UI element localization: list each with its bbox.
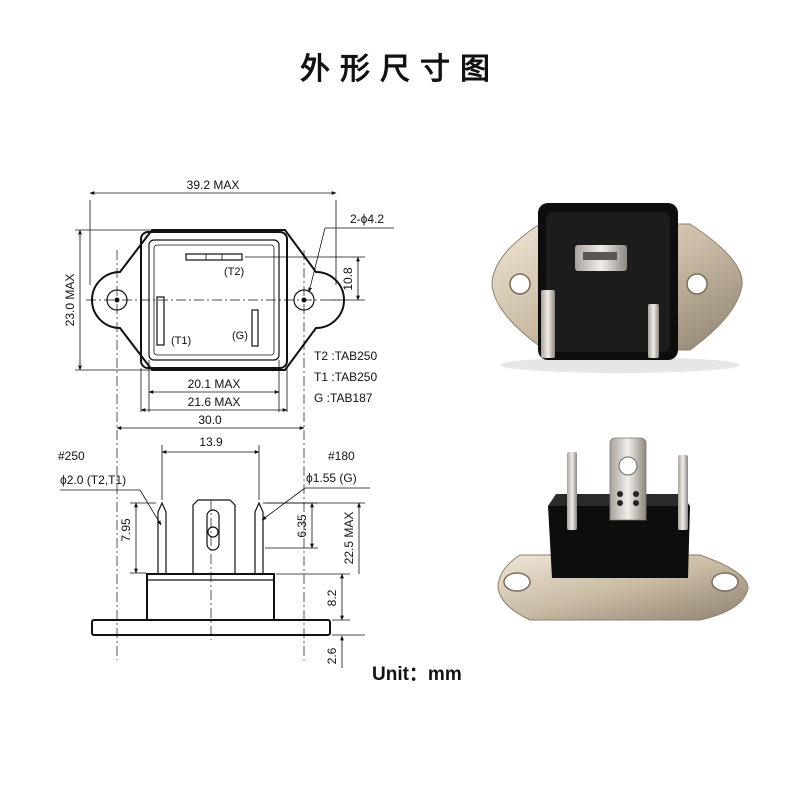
dim-body: 8.2 (325, 589, 339, 606)
photo2-pin-left (567, 452, 577, 530)
dim-terminal-left: 7.95 (119, 518, 133, 542)
tab-right-label: #180 (328, 449, 355, 463)
photo2-black-body (548, 506, 690, 578)
dim-hole-offset: 10.8 (341, 267, 355, 291)
legend-g: G :TAB187 (314, 391, 373, 405)
photo1-hole-left (509, 273, 531, 295)
terminal-left-pin (157, 501, 167, 574)
label-t2: (T2) (224, 266, 244, 278)
legend-t1: T1 :TAB250 (314, 370, 377, 384)
photo2-pin-right (678, 455, 688, 530)
dim-hole-left: ϕ2.0 (T2,T1) (60, 473, 126, 487)
photo1-hole-right (686, 273, 708, 295)
dim-total-height: 22.5 MAX (342, 512, 356, 565)
tab-left-label: #250 (58, 449, 85, 463)
photo2-center-tab (609, 437, 647, 521)
label-g: (G) (232, 330, 248, 342)
legend-t2: T2 :TAB250 (314, 349, 377, 363)
dim-pitch: 13.9 (199, 435, 223, 449)
label-t1: (T1) (171, 335, 191, 347)
dim-terminal-right: 6.35 (295, 514, 309, 538)
side-view: 13.9 #250 #180 ϕ2.0 (T2,T1) ϕ1.55 (G) 7.… (58, 430, 370, 668)
product-photo-angled (497, 437, 749, 621)
dim-hole-pitch: 30.0 (198, 413, 222, 427)
dim-height: 23.0 MAX (63, 274, 77, 327)
flange-outline (91, 229, 345, 371)
page-title: 外形尺寸图 (300, 52, 500, 87)
dim-body-inner: 20.1 MAX (188, 377, 241, 391)
photo2-hole-right (711, 572, 739, 592)
terminal-g-top (251, 309, 259, 347)
center-tab (192, 499, 236, 574)
terminal-t1-top (156, 296, 165, 346)
dim-width: 39.2 MAX (187, 178, 240, 192)
unit-label: Unit：mm (372, 664, 462, 685)
dim-hole: 2-ϕ4.2 (350, 212, 384, 226)
photo1-pin-right (648, 304, 659, 358)
dim-body-outer: 21.6 MAX (188, 395, 241, 409)
terminal-t2-top (185, 253, 243, 261)
terminal-right-pin (254, 501, 264, 574)
photo2-hole-left (503, 572, 531, 592)
top-view: (T2) (T1) (G) 39.2 MAX 2-ϕ4.2 23.0 MAX 1… (63, 178, 394, 430)
dim-base: 2.6 (325, 647, 339, 664)
photo1-pin-left (541, 290, 555, 358)
product-photo-top (491, 203, 743, 373)
side-body (146, 573, 275, 621)
dim-hole-right: ϕ1.55 (G) (306, 471, 357, 485)
